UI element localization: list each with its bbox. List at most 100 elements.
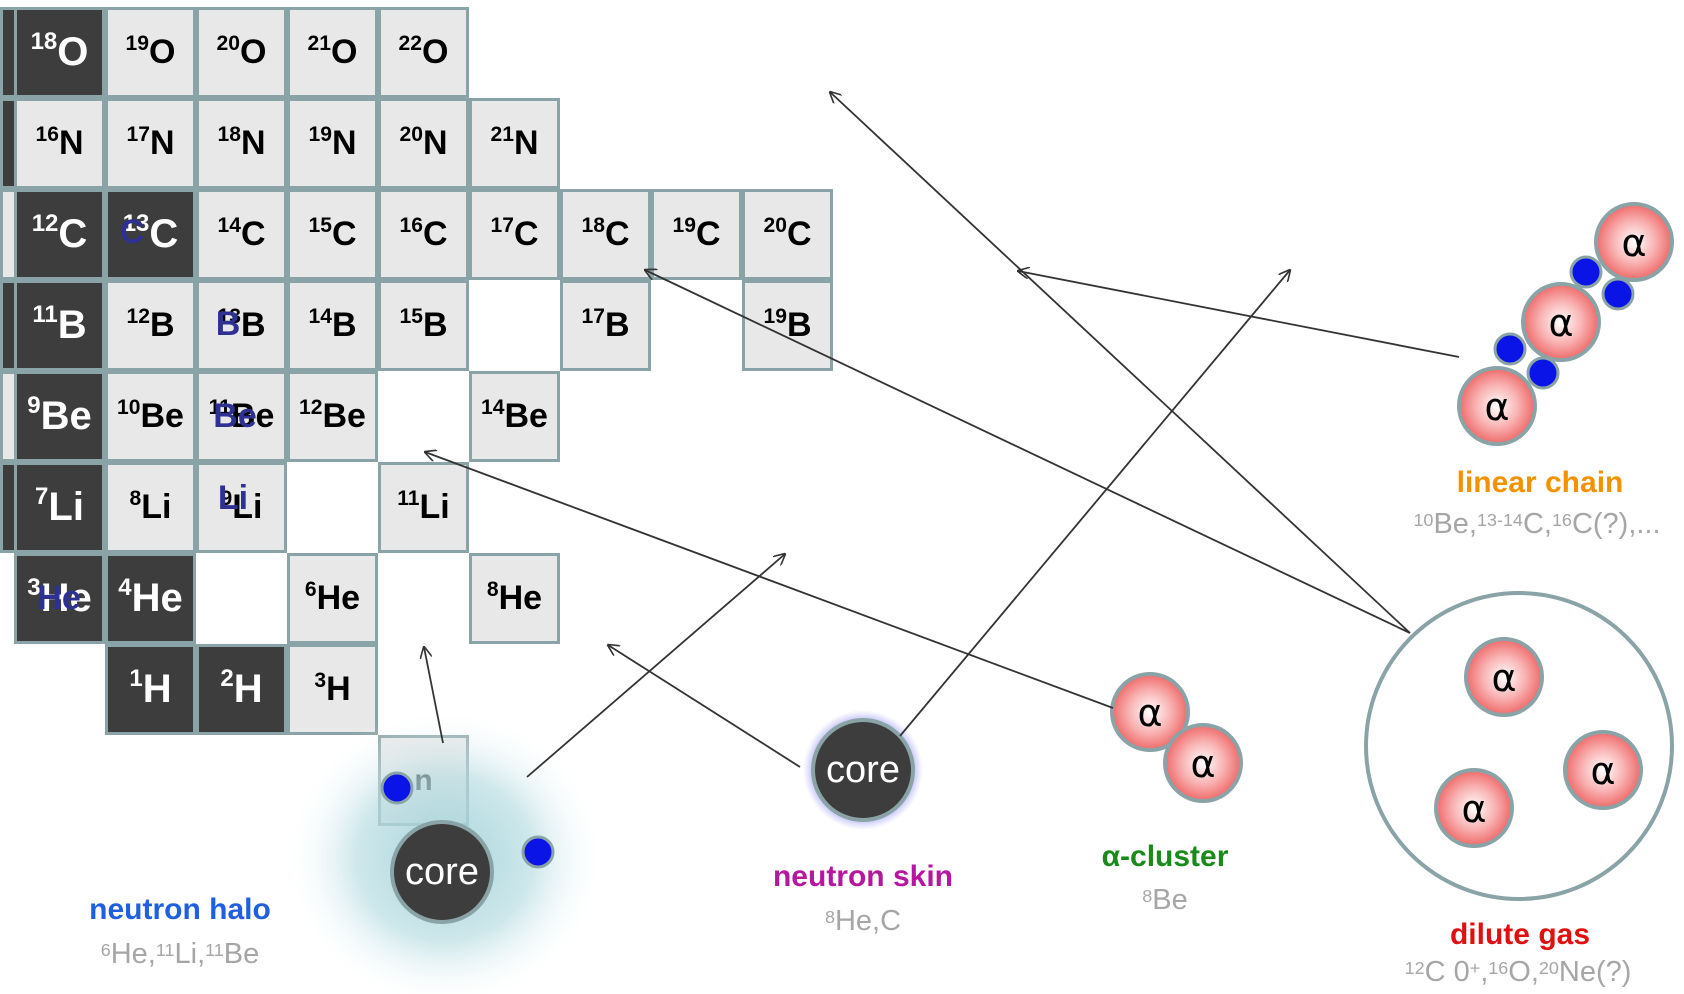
element-symbol: N xyxy=(58,124,84,162)
element-symbol: N xyxy=(331,124,357,162)
neutron-skin-title: neutron skin xyxy=(772,860,953,893)
element-symbol: O xyxy=(331,33,358,71)
element-symbol: C xyxy=(695,215,721,253)
example-text: C(?),... xyxy=(1571,508,1661,540)
example-text: He, xyxy=(110,938,156,970)
mass-number: 2 xyxy=(220,665,234,693)
example-superscript: 20 xyxy=(1538,957,1559,978)
alpha-label: α xyxy=(1621,221,1646,265)
element-symbol: Be xyxy=(504,397,548,435)
element-symbol: B xyxy=(604,306,630,344)
halo-core-label: core xyxy=(405,851,479,893)
element-symbol: O xyxy=(240,33,267,71)
mass-number: 22 xyxy=(398,31,422,55)
mass-number: 19 xyxy=(763,304,787,328)
element-symbol: B xyxy=(149,306,175,344)
element-symbol: C xyxy=(786,215,812,253)
mass-number: 3 xyxy=(27,574,41,602)
element-symbol: C xyxy=(513,215,539,253)
row-label-b: B xyxy=(215,305,241,343)
row-label-be: Be xyxy=(213,397,257,435)
mass-number: 14 xyxy=(481,395,505,419)
arrow-halo-to-11li xyxy=(526,554,785,778)
element-symbol: H xyxy=(233,667,263,711)
example-text: Ne(?) xyxy=(1558,956,1632,988)
element-symbol: He xyxy=(40,576,92,620)
mass-number: 9 xyxy=(27,392,41,420)
example-superscript: 11 xyxy=(205,939,224,960)
element-symbol: N xyxy=(422,124,448,162)
element-symbol: C xyxy=(331,215,357,253)
alpha-cluster-title: α-cluster xyxy=(1101,840,1229,873)
element-symbol: C xyxy=(58,212,88,256)
mass-number: 8 xyxy=(129,486,142,510)
connector-arrows xyxy=(424,92,1460,778)
row-label-c: C xyxy=(119,213,145,251)
example-superscript: + xyxy=(1469,957,1481,978)
arrow-gas-to-16o xyxy=(830,92,1411,634)
mass-number: 19 xyxy=(125,31,149,55)
example-text: He,C xyxy=(834,905,902,937)
row-label-li: Li xyxy=(217,479,249,517)
mass-number: 6 xyxy=(304,577,317,601)
example-text: Li, xyxy=(174,938,206,970)
mass-number: 4 xyxy=(118,574,132,602)
element-symbol: Li xyxy=(141,488,172,526)
element-symbol: B xyxy=(331,306,357,344)
mass-number: 9 xyxy=(220,486,233,510)
element-symbol: C xyxy=(604,215,630,253)
example-text: C, xyxy=(1522,508,1552,540)
element-symbol: N xyxy=(149,124,175,162)
element-symbol: B xyxy=(422,306,448,344)
element-symbol: Be xyxy=(230,397,275,435)
element-symbol: B xyxy=(57,303,87,347)
neutron-halo-examples: 6He,11Li,11Be xyxy=(55,938,305,971)
mass-number: 13 xyxy=(217,304,241,328)
alpha-cluster-examples: 8Be xyxy=(1115,884,1215,917)
row-label-he: He xyxy=(37,579,81,617)
alpha-label: α xyxy=(1461,787,1486,831)
element-symbol: C xyxy=(149,212,179,256)
example-superscript: 11 xyxy=(155,939,175,960)
mass-number: 11 xyxy=(397,486,420,510)
mass-number: 21 xyxy=(307,31,331,55)
example-text: C 0 xyxy=(1424,956,1470,988)
mass-number: 12 xyxy=(31,210,59,238)
example-text: Be, xyxy=(1433,508,1477,540)
alpha-label: α xyxy=(1190,742,1215,786)
element-symbol: He xyxy=(131,576,183,620)
arrow-chain-to-16c xyxy=(1018,271,1460,358)
mass-number: 14 xyxy=(217,213,241,237)
mass-number: 18 xyxy=(30,28,58,56)
mass-number: 15 xyxy=(399,304,423,328)
mass-number: 14 xyxy=(308,304,332,328)
example-superscript: 8 xyxy=(1142,885,1153,906)
example-superscript: 6 xyxy=(100,939,111,960)
element-symbol: H xyxy=(142,667,172,711)
alpha-label: α xyxy=(1548,301,1573,345)
example-text: Be xyxy=(223,938,260,970)
element-symbol: Li xyxy=(419,488,450,526)
neutron-skin-examples: 8He,C xyxy=(763,905,963,938)
arrow-skin-to-20c xyxy=(899,270,1290,737)
mass-number: 18 xyxy=(581,213,605,237)
element-symbol: Li xyxy=(232,488,263,526)
